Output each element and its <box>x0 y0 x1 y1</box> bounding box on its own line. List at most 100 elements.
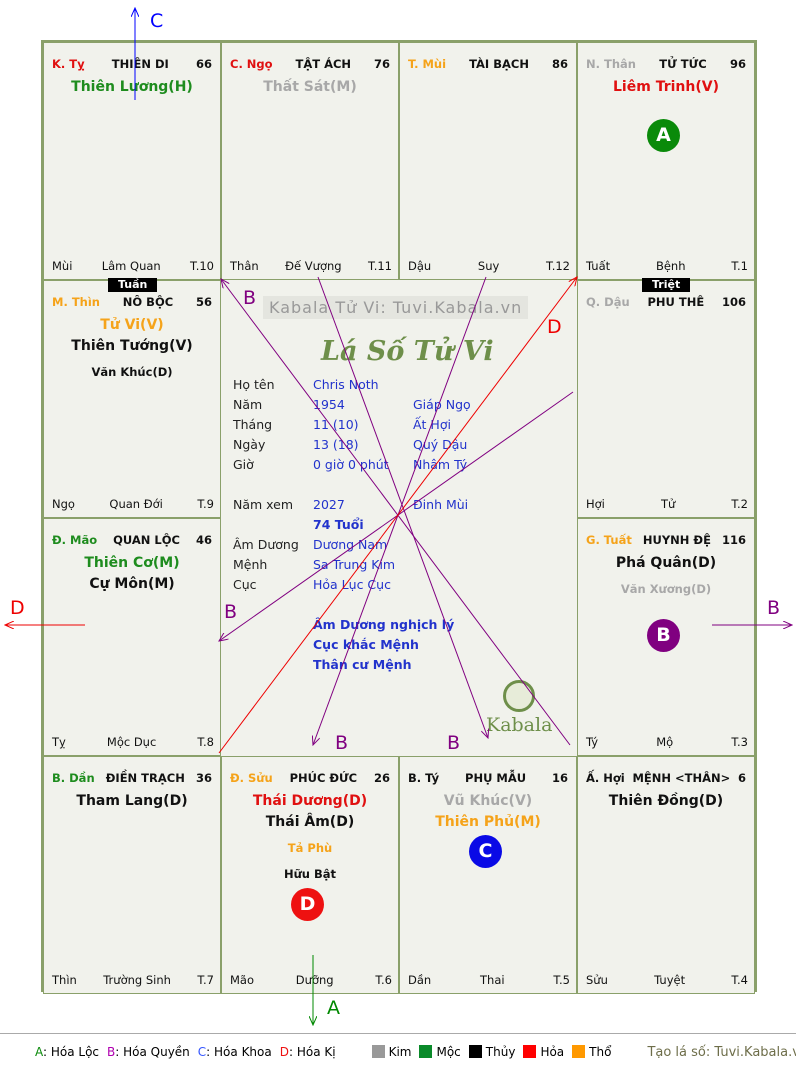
footer-term: T.2 <box>731 497 748 511</box>
info-value: 11 (10) <box>313 417 359 432</box>
arrow-label-b: B <box>447 732 461 754</box>
hoa-ki-marker: D <box>291 888 324 921</box>
info-value: Hỏa Lục Cục <box>313 577 391 592</box>
star: Thiên Lương(H) <box>71 79 193 95</box>
info-label: Giờ <box>233 457 254 472</box>
arrow-label-a: A <box>327 997 340 1019</box>
footer-term: T.12 <box>546 259 570 273</box>
star: Thất Sát(M) <box>263 79 357 95</box>
legend-element-item: Mộc <box>419 1045 461 1059</box>
legend-hoa-item: C: Hóa Khoa <box>198 1045 272 1059</box>
star: Tử Vi(V) <box>100 317 164 333</box>
footer-branch: Tý <box>586 735 599 749</box>
palace-name: TẬT ÁCH <box>295 57 352 71</box>
star-list: Tham Lang(D) <box>44 791 220 812</box>
palace-number: 36 <box>195 771 212 785</box>
palace-number: 66 <box>195 57 212 71</box>
footer-stage: Lâm Quan <box>101 259 161 273</box>
credit-link[interactable]: Tạo lá số: Tuvi.Kabala.vn <box>647 1044 796 1060</box>
footer-term: T.6 <box>375 973 392 987</box>
palace-branch: Đ. Sửu <box>230 771 273 785</box>
star: Vũ Khúc(V) <box>443 793 533 809</box>
info-note: Cục khắc Mệnh <box>313 637 419 652</box>
info-value: Dương Nam <box>313 537 388 552</box>
footer-stage: Suy <box>477 259 500 273</box>
legend-label: Thổ <box>589 1045 612 1059</box>
kabala-logo: Kabala <box>486 680 552 736</box>
info-extra: Quý Dậu <box>413 437 468 452</box>
info-extra: Giáp Ngọ <box>413 397 471 412</box>
legend-label: : Hóa Quyền <box>115 1045 190 1059</box>
swatch-icon <box>371 1045 385 1058</box>
footer-branch: Thìn <box>52 973 77 987</box>
palace-name: HUYNH ĐỆ <box>642 533 711 547</box>
star-list: Tử Vi(V)Thiên Tướng(V)Văn Khúc(D) <box>44 315 220 383</box>
star-list: Liêm Trinh(V) <box>578 77 754 98</box>
footer-term: T.10 <box>190 259 214 273</box>
footer-branch: Thân <box>230 259 259 273</box>
info-extra: Đinh Mùi <box>413 497 469 512</box>
info-label: Mệnh <box>233 557 268 572</box>
tu-vi-chart: Kabala Tử Vi: Tuvi.Kabala.vn Lá Số Tử Vi… <box>41 40 757 994</box>
legend-label: : Hóa Lộc <box>43 1045 100 1059</box>
legend-hoa-item: B: Hóa Quyền <box>107 1045 190 1059</box>
badge-tuan: Tuần <box>108 278 158 292</box>
footer-term: T.3 <box>731 735 748 749</box>
chart-title: Lá Số Tử Vi <box>321 336 494 367</box>
footer-term: T.5 <box>553 973 570 987</box>
star-list: Phá Quân(D)Văn Xương(D) <box>578 553 754 600</box>
palace-name: PHÚC ĐỨC <box>289 771 358 785</box>
info-value: 2027 <box>313 497 345 512</box>
info-value: 13 (18) <box>313 437 359 452</box>
legend-element-item: Hỏa <box>523 1045 564 1059</box>
legend-element-item: Thủy <box>468 1045 515 1059</box>
star-list: Thiên Lương(H) <box>44 77 220 98</box>
legend-label: Hỏa <box>540 1045 565 1059</box>
star: Thiên Tướng(V) <box>71 338 193 354</box>
legend-hoa-item: A: Hóa Lộc <box>35 1045 99 1059</box>
footer-branch: Hợi <box>586 497 605 511</box>
tree-icon <box>503 680 536 712</box>
info-value: Chris Noth <box>313 377 379 392</box>
star: Hữu Bật <box>283 867 337 881</box>
footer-branch: Tuất <box>586 259 611 273</box>
info-label: Năm xem <box>233 497 294 512</box>
palace-branch: T. Mùi <box>408 57 447 71</box>
palace-name: PHỤ MẪU <box>465 771 527 785</box>
info-extra: Nhâm Tý <box>413 457 468 472</box>
star: Tham Lang(D) <box>76 793 188 809</box>
palace-branch: M. Thìn <box>52 295 100 309</box>
info-extra: Ất Hợi <box>413 417 451 432</box>
legend-label: : Hóa Kị <box>288 1045 336 1059</box>
palace-branch: Ấ. Hợi <box>586 771 625 785</box>
palace-number: 86 <box>551 57 568 71</box>
palace-name: THIÊN DI <box>111 57 169 71</box>
info-value: 0 giờ 0 phút <box>313 457 389 472</box>
info-note: Thân cư Mệnh <box>313 657 412 672</box>
footer-stage: Mộc Dục <box>106 735 157 749</box>
